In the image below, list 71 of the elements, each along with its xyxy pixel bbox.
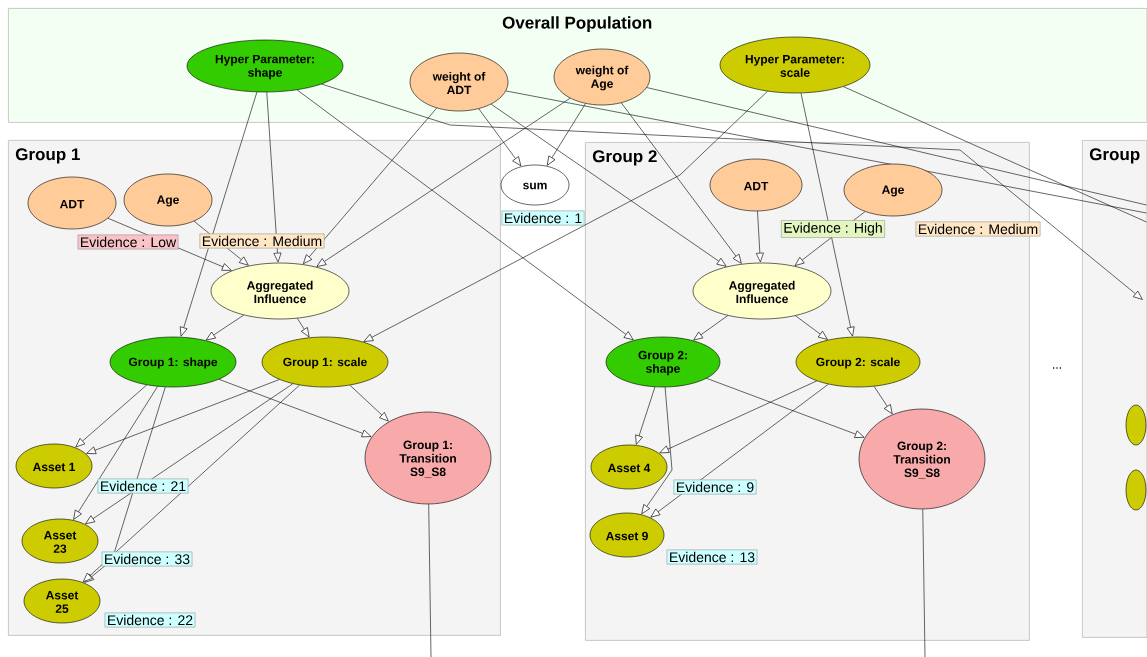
connector-line bbox=[843, 86, 1147, 223]
evidence-label: Evidence : 33 bbox=[101, 551, 193, 567]
evidence-label: Evidence : Medium bbox=[199, 233, 325, 249]
arrow bbox=[706, 378, 865, 438]
arrow bbox=[795, 315, 828, 340]
evidence-label: Evidence : High bbox=[781, 220, 885, 238]
arrow bbox=[316, 97, 571, 267]
arrow bbox=[546, 103, 586, 166]
ellipse-node: ADT bbox=[27, 176, 117, 230]
arrow bbox=[873, 386, 893, 415]
evidence-label: Evidence : 13 bbox=[666, 549, 758, 565]
arrow bbox=[296, 89, 634, 341]
connector-line bbox=[922, 508, 926, 657]
arrow bbox=[179, 91, 258, 337]
ellipse-node: Aggregated Influence bbox=[692, 262, 832, 320]
ellipse-node: weight of ADT bbox=[409, 52, 509, 112]
ellipse-node: Asset 1 bbox=[15, 443, 93, 489]
ellipse-node: Hyper Parameter: scale bbox=[719, 36, 871, 94]
ellipse-node: weight of Age bbox=[553, 48, 651, 106]
connector-line bbox=[505, 90, 1147, 214]
arrow bbox=[86, 379, 280, 454]
ellipse-node: Asset 4 bbox=[590, 444, 668, 490]
arrow bbox=[85, 383, 294, 525]
evidence-label: Evidence : 9 bbox=[673, 479, 757, 495]
ellipse-node: Group 1: Transition S9_S8 bbox=[364, 411, 492, 505]
evidence-label: Evidence : 22 bbox=[104, 612, 196, 628]
arrow bbox=[800, 92, 855, 337]
arrow bbox=[755, 210, 764, 263]
evidence-label: Evidence : Low bbox=[77, 234, 179, 250]
ellipse-node: Group 1: shape bbox=[109, 336, 237, 388]
arrow bbox=[478, 108, 522, 167]
evidence-label: Evidence : 21 bbox=[97, 478, 189, 494]
arrow bbox=[321, 83, 1143, 300]
arrow bbox=[218, 379, 372, 438]
arrow bbox=[75, 384, 148, 448]
arrow bbox=[650, 383, 829, 518]
arrow bbox=[73, 386, 158, 520]
ellipse-node: Group 1: scale bbox=[261, 336, 389, 388]
arrow bbox=[490, 103, 727, 267]
ellipse-node: Hyper Parameter: shape bbox=[186, 39, 344, 93]
arrow bbox=[266, 91, 282, 263]
connector-line bbox=[428, 503, 432, 657]
ellipse-node: Group 2: shape bbox=[605, 336, 721, 388]
arrow bbox=[349, 384, 389, 422]
ellipse-node: Group 2: Transition S9_S8 bbox=[858, 408, 986, 510]
arrow bbox=[693, 315, 729, 341]
ellipse-node: Asset 23 bbox=[21, 518, 99, 564]
ellipse-node: Asset 25 bbox=[23, 578, 101, 624]
arrow bbox=[82, 384, 300, 583]
arrow bbox=[641, 386, 673, 515]
ellipsis-text: ... bbox=[1053, 367, 1061, 369]
ellipse-node: ADT bbox=[709, 158, 803, 212]
ellipse-node: Aggregated Influence bbox=[210, 262, 350, 320]
arrow bbox=[621, 102, 742, 264]
arrow bbox=[297, 318, 310, 338]
ellipse-node: Age bbox=[123, 173, 213, 227]
arrow bbox=[205, 314, 245, 341]
arrow bbox=[303, 107, 437, 265]
ellipse-node bbox=[1125, 469, 1147, 511]
connector-line bbox=[646, 87, 1147, 206]
group-panel: Group bbox=[1082, 140, 1147, 638]
arrow bbox=[363, 90, 768, 342]
ellipse-node: sum bbox=[500, 164, 570, 206]
evidence-label: Evidence : 1 bbox=[501, 210, 585, 226]
arrow bbox=[635, 386, 656, 445]
ellipse-node bbox=[1125, 404, 1147, 446]
ellipse-node: Asset 9 bbox=[589, 512, 665, 558]
evidence-label: Evidence : Medium bbox=[915, 221, 1041, 237]
ellipse-node: Age bbox=[843, 163, 943, 217]
ellipse-node: Group 2: scale bbox=[795, 336, 921, 388]
arrow bbox=[659, 380, 818, 454]
